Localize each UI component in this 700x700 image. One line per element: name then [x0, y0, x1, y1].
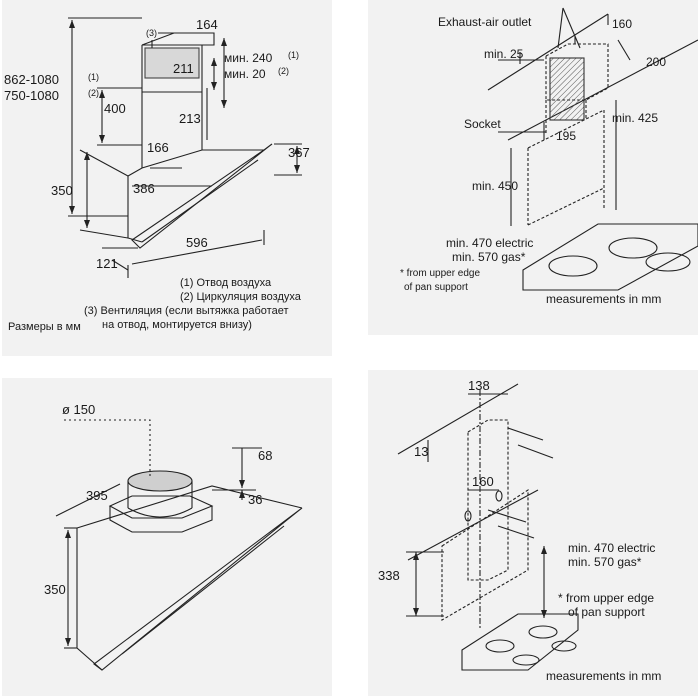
panel-hood-dimensions-ru: 164 211 мин. 240 (1) мин. 20 (2) 400 213… [2, 0, 332, 356]
wall-installation-drawing: Exhaust-air outlet 160 min. 25 200 Socke… [400, 7, 698, 306]
height-range-2: 750-1080 [4, 88, 59, 103]
dim-160: 160 [612, 17, 632, 31]
hood-outlet-drawing: ø 150 68 395 36 350 [44, 402, 303, 671]
dim-350: 350 [51, 183, 73, 198]
dim-211: 211 [173, 61, 194, 76]
panel-mounting-holes: 138 13 160 338 min. 470 electric min. 57… [368, 370, 698, 696]
mounting-drawing: 138 13 160 338 min. 470 electric min. 57… [378, 378, 661, 683]
panel-outlet-dimensions: ø 150 68 395 36 350 [2, 378, 332, 696]
dim-350: 350 [44, 582, 66, 597]
dim-min-25: min. 25 [484, 47, 524, 61]
dim-338: 338 [378, 568, 400, 583]
footnote-line-2: of pan support [404, 282, 468, 293]
dim-213: 213 [179, 111, 201, 126]
dim-596: 596 [186, 235, 208, 250]
panel-installation-clearances: Exhaust-air outlet 160 min. 25 200 Socke… [368, 0, 698, 335]
footnote-line-2: of pan support [568, 605, 645, 619]
dim-400: 400 [104, 101, 126, 116]
sup-1: (1) [288, 50, 299, 60]
units-label: Размеры в мм [8, 321, 81, 333]
dim-367: 367 [288, 145, 310, 160]
height-range-1-sup: (1) [88, 72, 99, 82]
dim-min-570-gas: min. 570 gas* [568, 555, 642, 569]
dim-395: 395 [86, 488, 108, 503]
dim-3: (3) [146, 28, 157, 38]
dim-160: 160 [472, 474, 494, 489]
dim-diameter-150: ø 150 [62, 402, 95, 417]
legend-line-3: (3) Вентиляция (если вытяжка работает [84, 305, 289, 317]
label-exhaust-outlet: Exhaust-air outlet [438, 15, 532, 29]
height-range-2-sup: (2) [88, 88, 99, 98]
dim-min-20: мин. 20 [224, 67, 266, 81]
dim-68: 68 [258, 448, 272, 463]
dim-121: 121 [96, 256, 118, 271]
legend-line-2: (2) Циркуляция воздуха [180, 291, 302, 303]
dim-166: 166 [147, 140, 169, 155]
dim-min-470-electric: min. 470 electric [568, 541, 655, 555]
dim-138: 138 [468, 378, 490, 393]
legend-line-1: (1) Отвод воздуха [180, 277, 272, 289]
units-label-en: measurements in mm [546, 669, 661, 683]
dim-min-470-electric: min. 470 electric [446, 236, 533, 250]
dim-min-450: min. 450 [472, 179, 518, 193]
dim-200: 200 [646, 55, 666, 69]
dim-36: 36 [248, 492, 262, 507]
footnote-line-1: * from upper edge [400, 268, 480, 279]
units-label-en: measurements in mm [546, 292, 661, 306]
legend-line-4: на отвод, монтируется внизу) [102, 319, 252, 331]
dim-min-240: мин. 240 [224, 51, 273, 65]
hood-front-drawing: 164 211 мин. 240 (1) мин. 20 (2) 400 213… [4, 17, 310, 333]
footnote-line-1: * from upper edge [558, 591, 654, 605]
label-socket: Socket [464, 117, 501, 131]
dim-13: 13 [414, 444, 428, 459]
dim-min-425: min. 425 [612, 111, 658, 125]
dim-195: 195 [556, 129, 576, 143]
height-range-1: 862-1080 [4, 72, 59, 87]
sup-2: (2) [278, 66, 289, 76]
dim-164: 164 [196, 17, 218, 32]
dim-386: 386 [133, 181, 155, 196]
dim-min-570-gas: min. 570 gas* [452, 250, 526, 264]
